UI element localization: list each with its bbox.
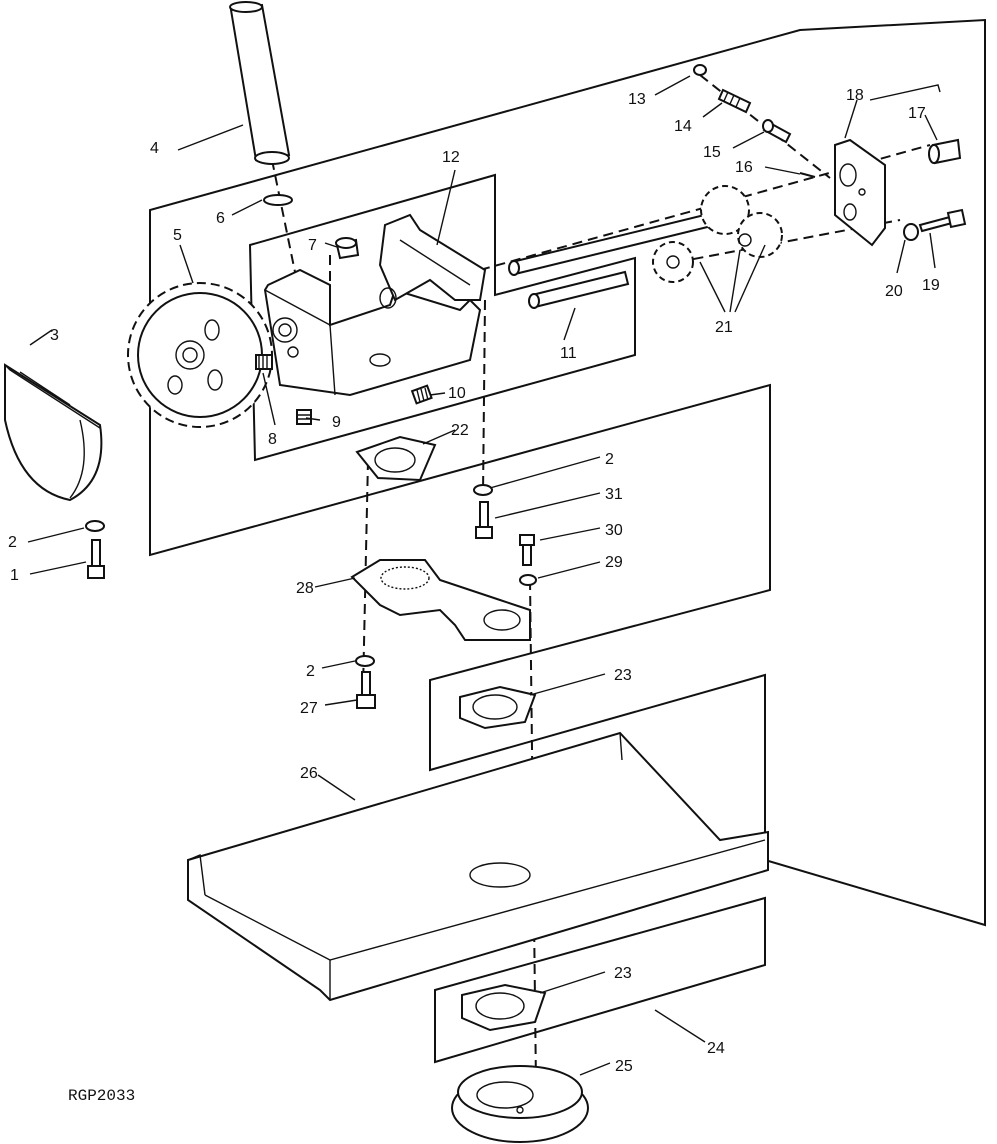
label-16: 16 bbox=[735, 159, 753, 176]
label-9: 9 bbox=[332, 414, 341, 431]
label-4: 4 bbox=[150, 140, 159, 157]
part-23-gasket-upper bbox=[459, 685, 537, 730]
label-8: 8 bbox=[268, 431, 277, 448]
label-29: 29 bbox=[605, 554, 623, 571]
part-15-valve bbox=[762, 119, 792, 144]
label-7: 7 bbox=[308, 237, 317, 254]
label-21: 21 bbox=[715, 319, 733, 336]
part-26-tray bbox=[187, 731, 769, 1002]
label-27: 27 bbox=[300, 700, 318, 717]
figure-code: RGP2033 bbox=[68, 1087, 135, 1105]
part-13-ball bbox=[693, 64, 707, 76]
leader-lines bbox=[27, 75, 941, 1076]
part-23-gasket-lower bbox=[461, 983, 547, 1032]
pump-housing bbox=[263, 268, 482, 397]
part-19-bolt bbox=[918, 208, 967, 233]
part-22-gasket bbox=[355, 435, 437, 482]
panel-lower bbox=[434, 896, 766, 1064]
label-11: 11 bbox=[560, 345, 577, 362]
part-6-oring bbox=[263, 194, 293, 206]
part-30-bolt bbox=[519, 534, 535, 566]
part-2-washer-left bbox=[85, 520, 105, 532]
axis-line-31 bbox=[482, 299, 486, 496]
part-18-pump-cover bbox=[834, 138, 886, 247]
panel-upper-inner bbox=[248, 173, 636, 462]
label-26: 26 bbox=[300, 765, 318, 782]
label-2-right: 2 bbox=[605, 451, 614, 468]
label-23-upper: 23 bbox=[614, 667, 632, 684]
part-2-washer-lower bbox=[355, 655, 375, 667]
part-7-sleeve bbox=[335, 237, 360, 260]
part-9-plug bbox=[296, 409, 312, 425]
part-28-elbow bbox=[350, 559, 531, 641]
part-17-bushing bbox=[928, 138, 962, 165]
part-16-pin bbox=[799, 172, 816, 178]
part-12-cover bbox=[378, 213, 487, 309]
label-15: 15 bbox=[703, 144, 721, 161]
part-11-shafts bbox=[508, 208, 730, 309]
part-31-bolt bbox=[475, 501, 493, 539]
axis-line-4-6 bbox=[271, 159, 296, 273]
label-19: 19 bbox=[922, 277, 940, 294]
label-23-lower: 23 bbox=[614, 965, 632, 982]
label-25: 25 bbox=[615, 1058, 633, 1075]
label-17: 17 bbox=[908, 105, 926, 122]
part-1-bolt bbox=[87, 539, 105, 579]
part-29-washer bbox=[519, 574, 537, 586]
label-28: 28 bbox=[296, 580, 314, 597]
part-4-tube bbox=[229, 1, 291, 165]
callout-labels: 1 2 3 4 5 6 7 8 9 10 11 12 13 14 15 16 1… bbox=[8, 87, 940, 1105]
label-3: 3 bbox=[50, 327, 59, 344]
part-5-gear bbox=[127, 282, 273, 428]
label-5: 5 bbox=[173, 227, 182, 244]
label-20: 20 bbox=[885, 283, 903, 300]
part-21-gears bbox=[652, 185, 783, 283]
part-10-spring bbox=[410, 384, 433, 405]
part-25-cap bbox=[451, 1065, 589, 1143]
label-13: 13 bbox=[628, 91, 646, 108]
label-14: 14 bbox=[674, 118, 692, 135]
label-2-lower: 2 bbox=[306, 663, 315, 680]
label-31: 31 bbox=[605, 486, 623, 503]
part-8-spring bbox=[255, 354, 273, 370]
part-14-spring bbox=[717, 88, 752, 114]
part-3-screen bbox=[4, 363, 103, 502]
label-10: 10 bbox=[448, 385, 466, 402]
label-18: 18 bbox=[846, 87, 864, 104]
label-12: 12 bbox=[442, 149, 460, 166]
label-1: 1 bbox=[10, 567, 19, 584]
label-22: 22 bbox=[451, 422, 469, 439]
label-24: 24 bbox=[707, 1040, 725, 1057]
part-27-bolt bbox=[356, 671, 376, 709]
panel-24 bbox=[149, 18, 986, 927]
label-6: 6 bbox=[216, 210, 225, 227]
label-2-left: 2 bbox=[8, 534, 17, 551]
part-20-washer bbox=[903, 223, 919, 241]
part-2-washer-right bbox=[473, 484, 493, 496]
label-30: 30 bbox=[605, 522, 623, 539]
